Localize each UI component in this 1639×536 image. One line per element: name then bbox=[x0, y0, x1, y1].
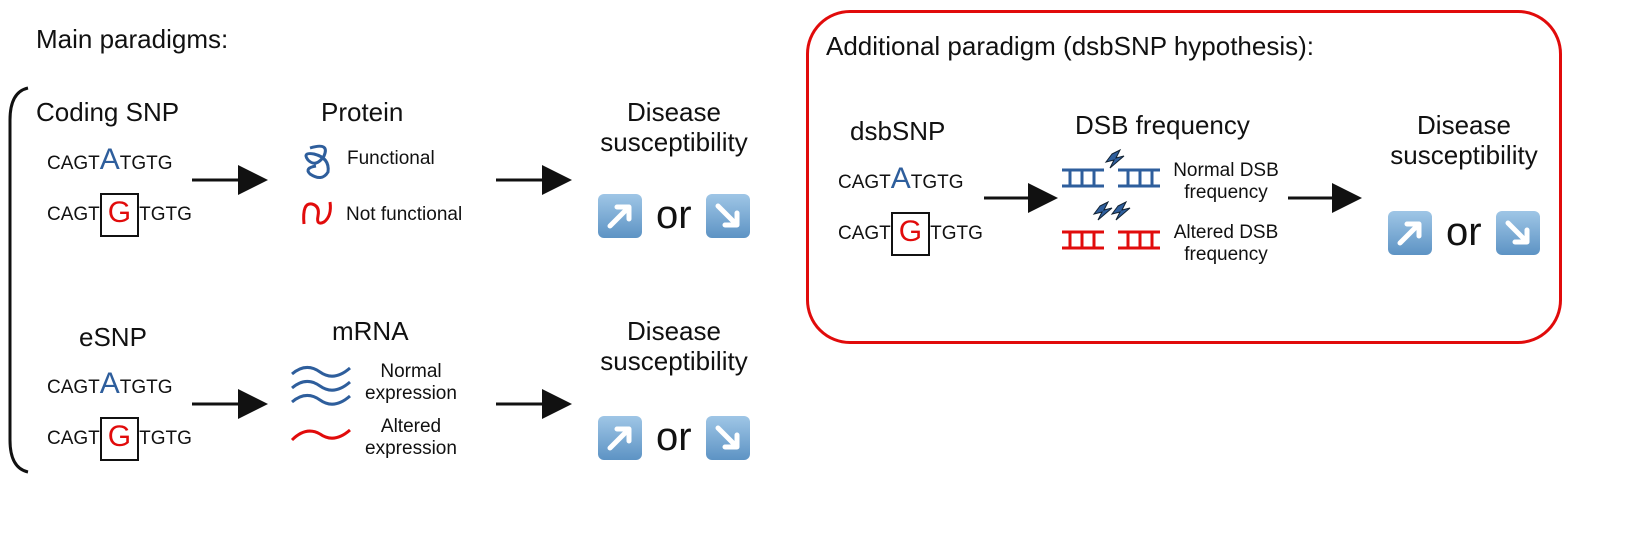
decrease-arrow-icon bbox=[705, 415, 750, 460]
additional-paradigm-box bbox=[806, 10, 1562, 344]
dna-break-icons bbox=[1062, 148, 1160, 250]
decrease-arrow-icon bbox=[705, 193, 750, 238]
normal-dsb-label: Normal DSB frequency bbox=[1173, 160, 1279, 203]
normal-expression-label: Normal expression bbox=[365, 361, 457, 404]
functional-label: Functional bbox=[347, 148, 435, 169]
decrease-arrow-icon bbox=[1495, 210, 1540, 255]
or-label: or bbox=[1446, 210, 1482, 254]
increase-arrow-icon bbox=[1388, 210, 1432, 255]
dsb-frequency-title: DSB frequency bbox=[1075, 110, 1250, 140]
risk-change-2: or bbox=[598, 415, 750, 460]
altered-dsb-label: Altered DSB frequency bbox=[1173, 222, 1279, 265]
additional-heading: Additional paradigm (dsbSNP hypothesis): bbox=[826, 31, 1315, 61]
protein-title: Protein bbox=[321, 97, 404, 127]
not-functional-label: Not functional bbox=[346, 204, 463, 225]
ref-sequence-2: CAGTATGTG bbox=[47, 367, 173, 400]
or-label: or bbox=[656, 415, 692, 459]
coding-snp-title: Coding SNP bbox=[36, 97, 180, 127]
ref-sequence-3: CAGTATGTG bbox=[838, 162, 964, 195]
folded-protein-icon bbox=[304, 144, 330, 179]
dsbsnp-title: dsbSNP bbox=[850, 116, 946, 146]
disease-title-1: Disease susceptibility bbox=[600, 97, 748, 157]
risk-change-1: or bbox=[598, 193, 750, 238]
left-brace-icon bbox=[8, 86, 29, 474]
mrna-title: mRNA bbox=[332, 316, 409, 346]
altered-expression-label: Altered expression bbox=[365, 416, 457, 459]
altered-mrna-icon bbox=[290, 428, 351, 442]
or-label: or bbox=[656, 193, 692, 237]
mrna-waves-icon bbox=[291, 366, 351, 406]
increase-arrow-icon bbox=[598, 193, 642, 238]
ref-sequence: CAGTATGTG bbox=[47, 143, 173, 176]
disease-title-2: Disease susceptibility bbox=[600, 316, 748, 376]
disease-title-3: Disease susceptibility bbox=[1390, 110, 1538, 170]
esnp-title: eSNP bbox=[79, 322, 147, 352]
increase-arrow-icon bbox=[598, 415, 642, 460]
risk-change-3: or bbox=[1388, 210, 1540, 255]
unfolded-protein-icon bbox=[302, 201, 332, 225]
main-heading: Main paradigms: bbox=[36, 24, 229, 54]
